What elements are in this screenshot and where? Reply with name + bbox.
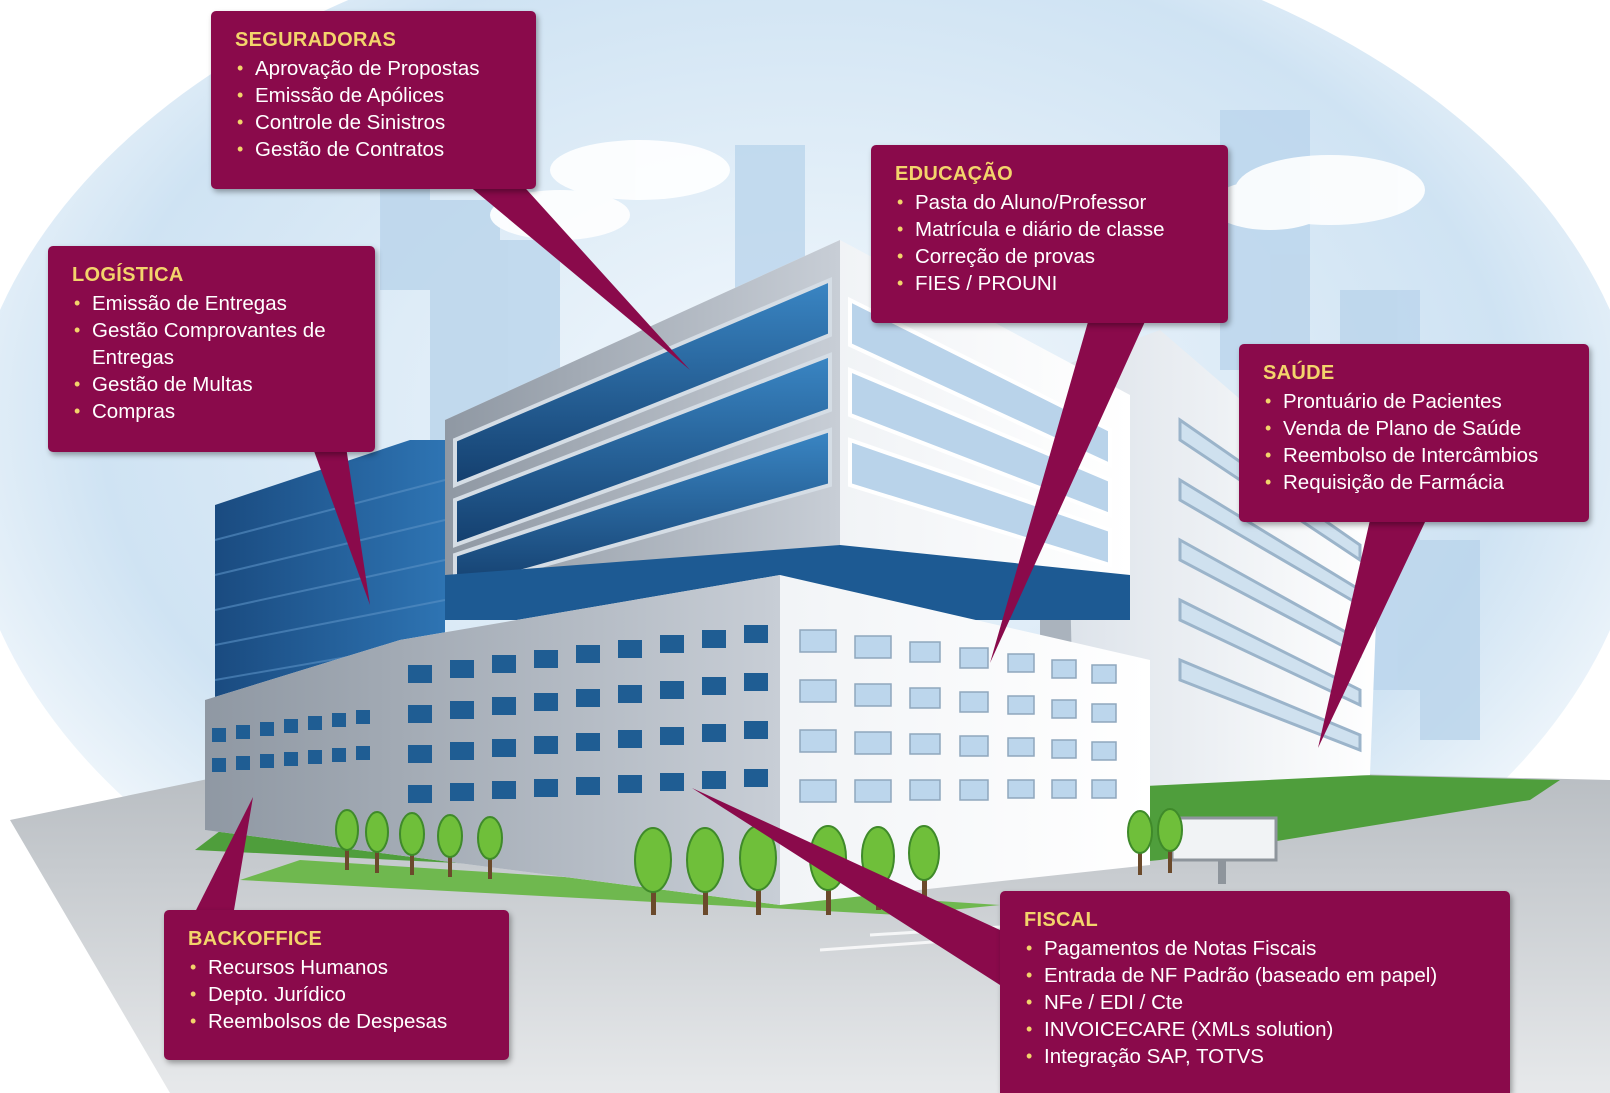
callout-title: SAÚDE <box>1263 362 1335 384</box>
list-item: Matrícula e diário de classe <box>895 216 1208 243</box>
callout-backoffice: BACKOFFICE Recursos Humanos Depto. Juríd… <box>164 910 509 1060</box>
callout-list: Emissão de Entregas Gestão Comprovantes … <box>72 290 355 425</box>
callout-title: EDUCAÇÃO <box>895 163 1013 185</box>
list-item: Compras <box>72 398 355 425</box>
list-item: FIES / PROUNI <box>895 270 1208 297</box>
list-item: Controle de Sinistros <box>235 109 516 136</box>
list-item: Reembolso de Intercâmbios <box>1263 442 1569 469</box>
list-item: Gestão Comprovantes de Entregas <box>72 317 355 371</box>
list-item: Gestão de Multas <box>72 371 355 398</box>
list-item: Reembolsos de Despesas <box>188 1008 489 1035</box>
callout-title: SEGURADORAS <box>235 29 397 51</box>
callout-title: LOGÍSTICA <box>72 264 184 286</box>
callout-educacao: EDUCAÇÃO Pasta do Aluno/Professor Matríc… <box>871 145 1228 323</box>
callout-list: Aprovação de Propostas Emissão de Apólic… <box>235 55 516 163</box>
list-item: Emissão de Apólices <box>235 82 516 109</box>
list-item: Venda de Plano de Saúde <box>1263 415 1569 442</box>
callout-title: BACKOFFICE <box>188 928 323 950</box>
callout-list: Pasta do Aluno/Professor Matrícula e diá… <box>895 189 1208 297</box>
list-item: Pasta do Aluno/Professor <box>895 189 1208 216</box>
list-item: NFe / EDI / Cte <box>1024 989 1490 1016</box>
list-item: INVOICECARE (XMLs solution) <box>1024 1016 1490 1043</box>
list-item: Prontuário de Pacientes <box>1263 388 1569 415</box>
callout-saude: SAÚDE Prontuário de Pacientes Venda de P… <box>1239 344 1589 522</box>
list-item: Gestão de Contratos <box>235 136 516 163</box>
list-item: Aprovação de Propostas <box>235 55 516 82</box>
callout-list: Pagamentos de Notas Fiscais Entrada de N… <box>1024 935 1490 1070</box>
list-item: Depto. Jurídico <box>188 981 489 1008</box>
callout-title: FISCAL <box>1024 909 1099 931</box>
callout-list: Recursos Humanos Depto. Jurídico Reembol… <box>188 954 489 1035</box>
callout-fiscal: FISCAL Pagamentos de Notas Fiscais Entra… <box>1000 891 1510 1093</box>
list-item: Correção de provas <box>895 243 1208 270</box>
callout-seguradoras: SEGURADORAS Aprovação de Propostas Emiss… <box>211 11 536 189</box>
callout-list: Prontuário de Pacientes Venda de Plano d… <box>1263 388 1569 496</box>
list-item: Requisição de Farmácia <box>1263 469 1569 496</box>
list-item: Recursos Humanos <box>188 954 489 981</box>
list-item: Pagamentos de Notas Fiscais <box>1024 935 1490 962</box>
billboard-icon <box>1170 816 1278 884</box>
callout-logistica: LOGÍSTICA Emissão de Entregas Gestão Com… <box>48 246 375 452</box>
list-item: Emissão de Entregas <box>72 290 355 317</box>
list-item: Integração SAP, TOTVS <box>1024 1043 1490 1070</box>
list-item: Entrada de NF Padrão (baseado em papel) <box>1024 962 1490 989</box>
